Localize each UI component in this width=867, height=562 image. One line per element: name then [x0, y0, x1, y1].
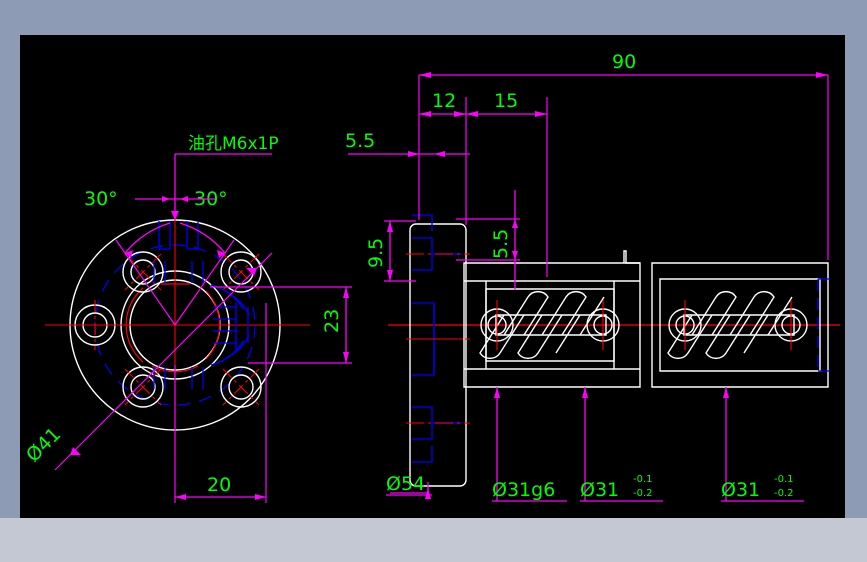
nut-diameter-g6-label: Ø31g6 — [492, 479, 555, 501]
flange-thickness-label: 12 — [432, 90, 456, 112]
overall-length-label: 90 — [612, 51, 636, 73]
nut-diameter-tol-2-label: Ø31 — [721, 479, 760, 501]
slot-height-label: 5.5 — [490, 229, 512, 259]
nut-body-left — [463, 262, 641, 388]
slot-height-dimension-5-5: 5.5 — [456, 190, 520, 290]
bolt-circle-label: Ø41 — [22, 423, 65, 466]
nut-diameter-tol-1-upper: -0.1 — [633, 474, 653, 485]
hidden-internal-details — [153, 221, 250, 389]
flange-thickness-dimension-12: 12 — [419, 90, 467, 225]
width-dim-label: 20 — [207, 474, 231, 496]
step-length-label: 15 — [494, 90, 518, 112]
oil-hole-offset-label: 5.5 — [345, 130, 375, 152]
width-dimension-20: 20 — [174, 303, 267, 503]
bolt-hole-bottom-left — [122, 366, 164, 408]
nut-diameter-tol-1-lower: -0.2 — [633, 488, 653, 499]
angle-dimension-left: 30° — [84, 188, 176, 326]
cad-drawing-canvas[interactable]: 30° 30° — [20, 35, 845, 518]
flange-diameter-label: Ø54 — [386, 473, 425, 495]
oil-hole-leader — [171, 153, 272, 220]
nut-diameter-tol-1-label: Ø31 — [580, 479, 619, 501]
angle-left-label: 30° — [84, 188, 118, 210]
nut-diameter-tol-2-dimension: Ø31 -0.1 -0.2 — [721, 387, 804, 502]
flange-front-view: 30° 30° — [22, 134, 352, 503]
height-dim-label: 23 — [321, 309, 343, 333]
nut-diameter-g6-dimension: Ø31g6 — [492, 387, 567, 502]
bolt-hole-bottom-right — [220, 366, 262, 408]
nut-diameter-tol-1-dimension: Ø31 -0.1 -0.2 — [580, 387, 663, 502]
flange-height-dimension-9-5: 9.5 — [365, 220, 416, 282]
step-length-dimension-15: 15 — [466, 90, 548, 277]
flange-disc-profile — [406, 214, 470, 487]
bolt-hole-top-left — [122, 251, 164, 293]
ballnut-side-section-view: 90 12 15 — [345, 51, 840, 502]
overall-length-dimension-90: 90 — [418, 51, 829, 260]
oil-hole-note: 油孔M6x1P — [188, 134, 279, 154]
oil-hole-offset-dimension: 5.5 — [345, 130, 470, 157]
nut-diameter-tol-2-lower: -0.2 — [774, 488, 794, 499]
flange-diameter-dimension: Ø54 — [386, 473, 432, 499]
status-bar — [0, 518, 867, 562]
nut-body-right — [651, 262, 830, 388]
nut-body-notch — [623, 250, 640, 264]
height-dimension-23: 23 — [210, 286, 352, 364]
nut-diameter-tol-2-upper: -0.1 — [774, 474, 794, 485]
cad-drawing-svg[interactable]: 30° 30° — [20, 35, 845, 518]
flange-height-label: 9.5 — [365, 238, 387, 268]
